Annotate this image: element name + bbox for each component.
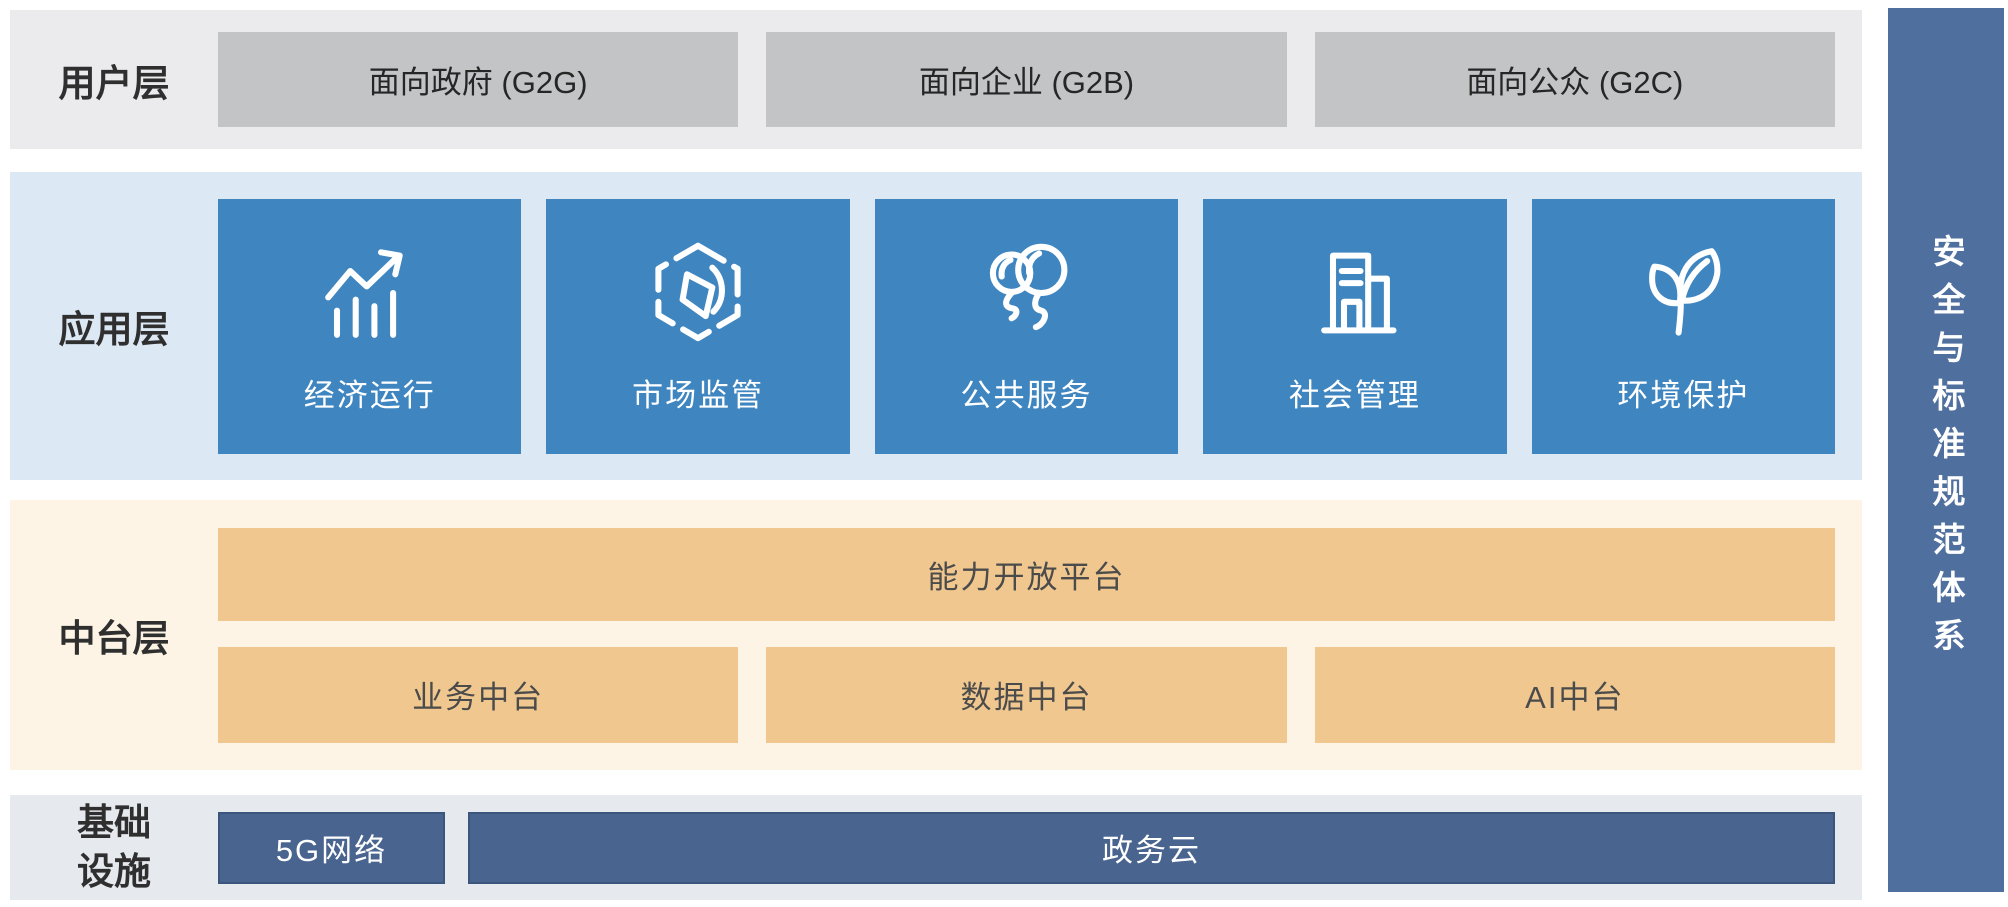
- application-layer-label: 应用层: [58, 309, 170, 350]
- trend-chart-icon: [311, 238, 429, 348]
- band-user-layer: 用户层 面向政府 (G2G) 面向企业 (G2B) 面向公众 (G2C): [10, 10, 1862, 149]
- security-standards-pillar-text: 安全与标准规范体系: [1928, 234, 1965, 666]
- platform-row: 业务中台 数据中台 AI中台: [218, 646, 1835, 743]
- platform-box-data: 数据中台: [766, 646, 1287, 743]
- platform-layer-label: 中台层: [58, 618, 170, 659]
- platform-layer-content: 能力开放平台 业务中台 数据中台 AI中台: [218, 500, 1835, 770]
- band-infrastructure-layer: 基础 设施 5G网络 政务云: [10, 795, 1862, 900]
- platform-box-ai: AI中台: [1314, 646, 1835, 743]
- band-platform-layer: 中台层 能力开放平台 业务中台 数据中台 AI中台: [10, 500, 1862, 770]
- application-layer-content: 经济运行 市场监管: [218, 172, 1836, 480]
- app-tile-label: 社会管理: [1288, 377, 1421, 413]
- app-tile-economy: 经济运行: [218, 198, 522, 454]
- infra-box-government-cloud: 政务云: [468, 811, 1835, 884]
- app-tile-market: 市场监管: [546, 198, 850, 454]
- buildings-icon: [1296, 238, 1414, 348]
- user-box-g2c: 面向公众 (G2C): [1314, 32, 1835, 127]
- app-tile-public-service: 公共服务: [874, 198, 1179, 454]
- app-tile-label: 市场监管: [632, 377, 765, 413]
- infrastructure-layer-label: 基础 设施: [10, 795, 218, 900]
- user-layer-label: 用户层: [58, 62, 170, 104]
- balloons-icon: [968, 238, 1086, 348]
- band-application-layer: 应用层 经济运行: [10, 172, 1862, 480]
- leaf-icon: [1624, 238, 1742, 348]
- user-box-g2g: 面向政府 (G2G): [218, 32, 739, 127]
- infra-box-5g-network: 5G网络: [218, 811, 445, 884]
- app-tile-label: 公共服务: [960, 377, 1093, 413]
- app-tile-social: 社会管理: [1203, 198, 1507, 454]
- user-layer-content: 面向政府 (G2G) 面向企业 (G2B) 面向公众 (G2C): [218, 10, 1835, 149]
- user-box-g2b: 面向企业 (G2B): [766, 32, 1287, 127]
- app-tile-label: 环境保护: [1617, 377, 1750, 413]
- app-tile-environment: 环境保护: [1531, 198, 1836, 454]
- app-tile-label: 经济运行: [303, 377, 436, 413]
- security-standards-pillar: 安全与标准规范体系: [1888, 8, 2004, 892]
- platform-box-business: 业务中台: [218, 646, 739, 743]
- hexagon-cube-icon: [639, 238, 757, 348]
- infrastructure-layer-label-text: 基础 设施: [77, 802, 151, 892]
- infrastructure-layer-content: 5G网络 政务云: [218, 795, 1835, 900]
- platform-open-capability-bar: 能力开放平台: [218, 527, 1835, 621]
